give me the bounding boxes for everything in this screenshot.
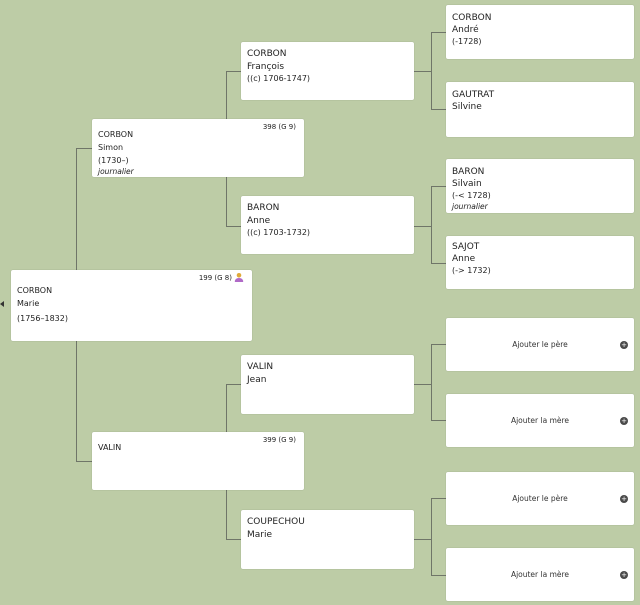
plus-icon: + — [620, 494, 628, 503]
connector — [414, 71, 432, 72]
given-name: Marie — [17, 299, 40, 308]
person-card-mother[interactable]: 399 (G 9) VALIN — [92, 432, 304, 490]
given-name: Jean — [247, 375, 267, 385]
person-icon — [234, 273, 244, 282]
life-dates: (1730–) — [98, 156, 129, 165]
surname: SAJOT — [452, 242, 480, 252]
connector — [431, 498, 432, 576]
connector — [431, 344, 432, 421]
connector — [76, 461, 92, 462]
person-card-great-grandparent[interactable]: CORBON André (-1728) — [446, 5, 634, 59]
surname: GAUTRAT — [452, 90, 495, 100]
connector — [226, 384, 241, 385]
given-name: Silvain — [452, 179, 482, 189]
given-name: Anne — [452, 254, 476, 264]
person-card-great-grandparent[interactable]: BARON Silvain (-< 1728) journalier — [446, 159, 634, 213]
life-dates: ((c) 1706-1747) — [247, 74, 311, 83]
given-name: Anne — [247, 216, 271, 226]
add-mother-button[interactable]: Ajouter la mère + — [446, 394, 634, 447]
plus-icon: + — [620, 340, 628, 349]
person-card-great-grandparent[interactable]: SAJOT Anne (-> 1732) — [446, 236, 634, 289]
connector — [431, 344, 446, 345]
person-card-paternal-grandfather[interactable]: CORBON François ((c) 1706-1747) — [241, 42, 414, 100]
surname: CORBON — [452, 13, 492, 23]
sosa-badge: 398 (G 9) — [262, 123, 296, 131]
sosa-badge: 199 (G 8) — [198, 274, 232, 282]
person-card-father[interactable]: 398 (G 9) CORBON Simon (1730–) journalie… — [92, 119, 304, 177]
add-mother-label: Ajouter la mère — [510, 415, 570, 425]
sosa-badge: 399 (G 9) — [262, 436, 296, 444]
connector — [431, 32, 446, 33]
life-dates: (-> 1732) — [452, 266, 491, 275]
given-name: Marie — [247, 530, 273, 540]
surname: COUPECHOU — [247, 517, 305, 527]
person-card-paternal-grandmother[interactable]: BARON Anne ((c) 1703-1732) — [241, 196, 414, 254]
connector — [431, 32, 432, 110]
plus-icon: + — [620, 570, 628, 579]
occupation: journalier — [98, 167, 134, 176]
plus-icon: + — [620, 416, 628, 425]
connector — [431, 109, 446, 110]
surname: CORBON — [17, 286, 53, 295]
connector — [76, 148, 92, 149]
add-father-label: Ajouter le père — [512, 493, 568, 503]
connector — [414, 226, 432, 227]
given-name: Silvine — [452, 102, 482, 112]
person-card-great-grandparent[interactable]: GAUTRAT Silvine — [446, 82, 634, 137]
given-name: François — [247, 62, 285, 72]
connector — [414, 539, 432, 540]
surname: BARON — [452, 167, 485, 177]
person-card-maternal-grandmother[interactable]: COUPECHOU Marie — [241, 510, 414, 569]
life-dates: (-1728) — [452, 37, 482, 46]
connector — [431, 186, 446, 187]
surname: CORBON — [247, 49, 287, 59]
surname: VALIN — [247, 362, 274, 372]
connector — [226, 539, 241, 540]
life-dates: (-< 1728) — [452, 191, 491, 200]
given-name: Simon — [98, 143, 124, 152]
connector — [431, 498, 446, 499]
life-dates: (1756–1832) — [17, 314, 68, 323]
add-father-button[interactable]: Ajouter le père + — [446, 472, 634, 525]
connector — [226, 226, 241, 227]
add-father-button[interactable]: Ajouter le père + — [446, 318, 634, 371]
add-father-label: Ajouter le père — [512, 339, 568, 349]
connector — [414, 384, 432, 385]
person-card-maternal-grandfather[interactable]: VALIN Jean — [241, 355, 414, 414]
given-name: André — [452, 25, 479, 35]
expand-left-arrow-icon[interactable] — [0, 301, 4, 307]
add-mother-button[interactable]: Ajouter la mère + — [446, 548, 634, 601]
occupation: journalier — [452, 202, 488, 211]
connector — [431, 186, 432, 264]
surname: VALIN — [98, 443, 122, 452]
life-dates: ((c) 1703-1732) — [247, 228, 311, 237]
connector — [431, 575, 446, 576]
surname: CORBON — [98, 130, 134, 139]
surname: BARON — [247, 203, 280, 213]
connector — [431, 263, 446, 264]
add-mother-label: Ajouter la mère — [510, 569, 570, 579]
person-card-root[interactable]: 199 (G 8) CORBON Marie (1756–1832) — [11, 270, 252, 341]
connector — [431, 420, 446, 421]
connector — [226, 71, 241, 72]
